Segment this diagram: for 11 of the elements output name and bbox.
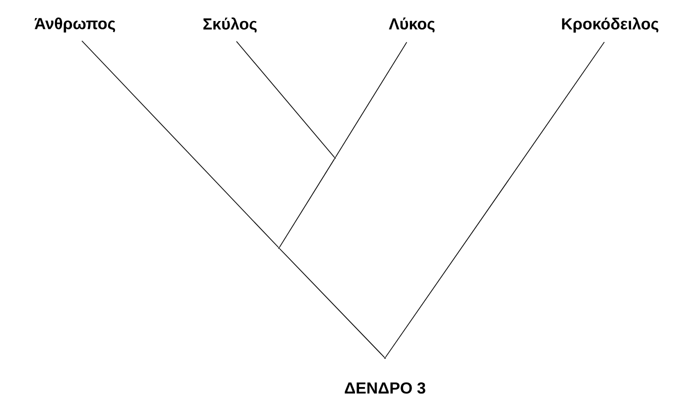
branch-line [236, 41, 335, 158]
branch-line [335, 42, 408, 158]
caption: ΔΕΝΔΡΟ 3 [344, 382, 426, 394]
taxon-label: Κροκόδειλος [562, 17, 658, 33]
branch-line [279, 158, 335, 248]
branch-line [279, 248, 385, 358]
taxon-label: Σκύλος [203, 17, 257, 33]
branch-line [385, 42, 605, 358]
taxon-label: Άνθρωπος [34, 18, 116, 32]
taxon-label: Λύκος [388, 18, 435, 32]
branch-line [82, 40, 279, 248]
